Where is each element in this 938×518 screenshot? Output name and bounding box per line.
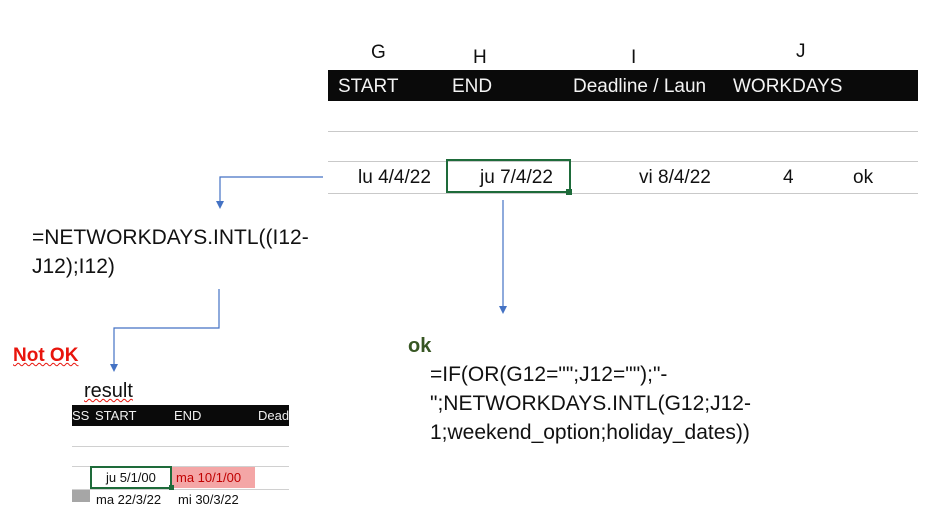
mini-row-marker — [72, 490, 90, 502]
grid-line — [328, 131, 918, 132]
formula-good-line3: 1;weekend_option;holiday_dates)) — [430, 421, 750, 444]
header-workdays[interactable]: WORKDAYS — [733, 76, 843, 97]
sheet-header-bar — [328, 70, 918, 101]
cell-end[interactable]: ju 7/4/22 — [480, 167, 553, 188]
mini-cell-start-row2[interactable]: ma 22/3/22 — [96, 492, 162, 507]
mini-error-fill — [172, 467, 255, 488]
mini-cell-end-row2[interactable]: mi 30/3/22 — [178, 492, 239, 507]
formula-bad-line1: =NETWORKDAYS.INTL((I12- — [32, 226, 309, 249]
cell-deadline[interactable]: vi 8/4/22 — [639, 167, 711, 188]
mini-selected-cell[interactable] — [90, 466, 172, 489]
cell-status[interactable]: ok — [853, 167, 874, 188]
fill-handle[interactable] — [566, 189, 572, 195]
mini-cell-end-error[interactable]: ma 10/1/00 — [176, 470, 242, 485]
mini-grid-line — [72, 489, 289, 490]
column-letter-i: I — [631, 47, 637, 68]
cell-start[interactable]: lu 4/4/22 — [358, 167, 431, 188]
formula-good-line1: =IF(OR(G12="";J12="");"- — [430, 363, 668, 386]
arrow-down-left — [110, 289, 220, 372]
column-letter-g: G — [371, 42, 386, 63]
cell-workdays[interactable]: 4 — [783, 167, 794, 188]
formula-bad: =NETWORKDAYS.INTL((I12- J12);I12) — [32, 223, 309, 281]
result-label: result — [84, 380, 133, 402]
mini-header-deadline: Dead — [258, 408, 289, 423]
mini-grid-line — [72, 466, 289, 467]
header-end[interactable]: END — [452, 76, 493, 97]
verdict-not-ok: Not OK — [13, 345, 79, 366]
mini-grid-line — [72, 446, 289, 447]
verdict-ok: ok — [408, 335, 432, 357]
mini-header-ss: SS — [72, 408, 90, 423]
column-letter-j: J — [796, 41, 806, 62]
grid-line — [328, 193, 918, 194]
mini-cell-start[interactable]: ju 5/1/00 — [106, 470, 156, 485]
header-deadline[interactable]: Deadline / Laun — [573, 76, 707, 97]
mini-sheet-header-bar — [72, 405, 289, 426]
grid-line — [328, 161, 918, 162]
arrow-left — [216, 176, 323, 209]
mini-fill-handle[interactable] — [169, 485, 174, 490]
mini-header-start: START — [95, 408, 137, 423]
column-letter-h: H — [473, 47, 487, 68]
formula-bad-line2: J12);I12) — [32, 255, 115, 278]
mini-header-end: END — [174, 408, 202, 423]
header-start[interactable]: START — [338, 76, 399, 97]
formula-good: =IF(OR(G12="";J12="");"- ";NETWORKDAYS.I… — [430, 360, 751, 447]
formula-good-line2: ";NETWORKDAYS.INTL(G12;J12- — [430, 392, 751, 415]
selected-cell-end[interactable] — [446, 159, 571, 193]
